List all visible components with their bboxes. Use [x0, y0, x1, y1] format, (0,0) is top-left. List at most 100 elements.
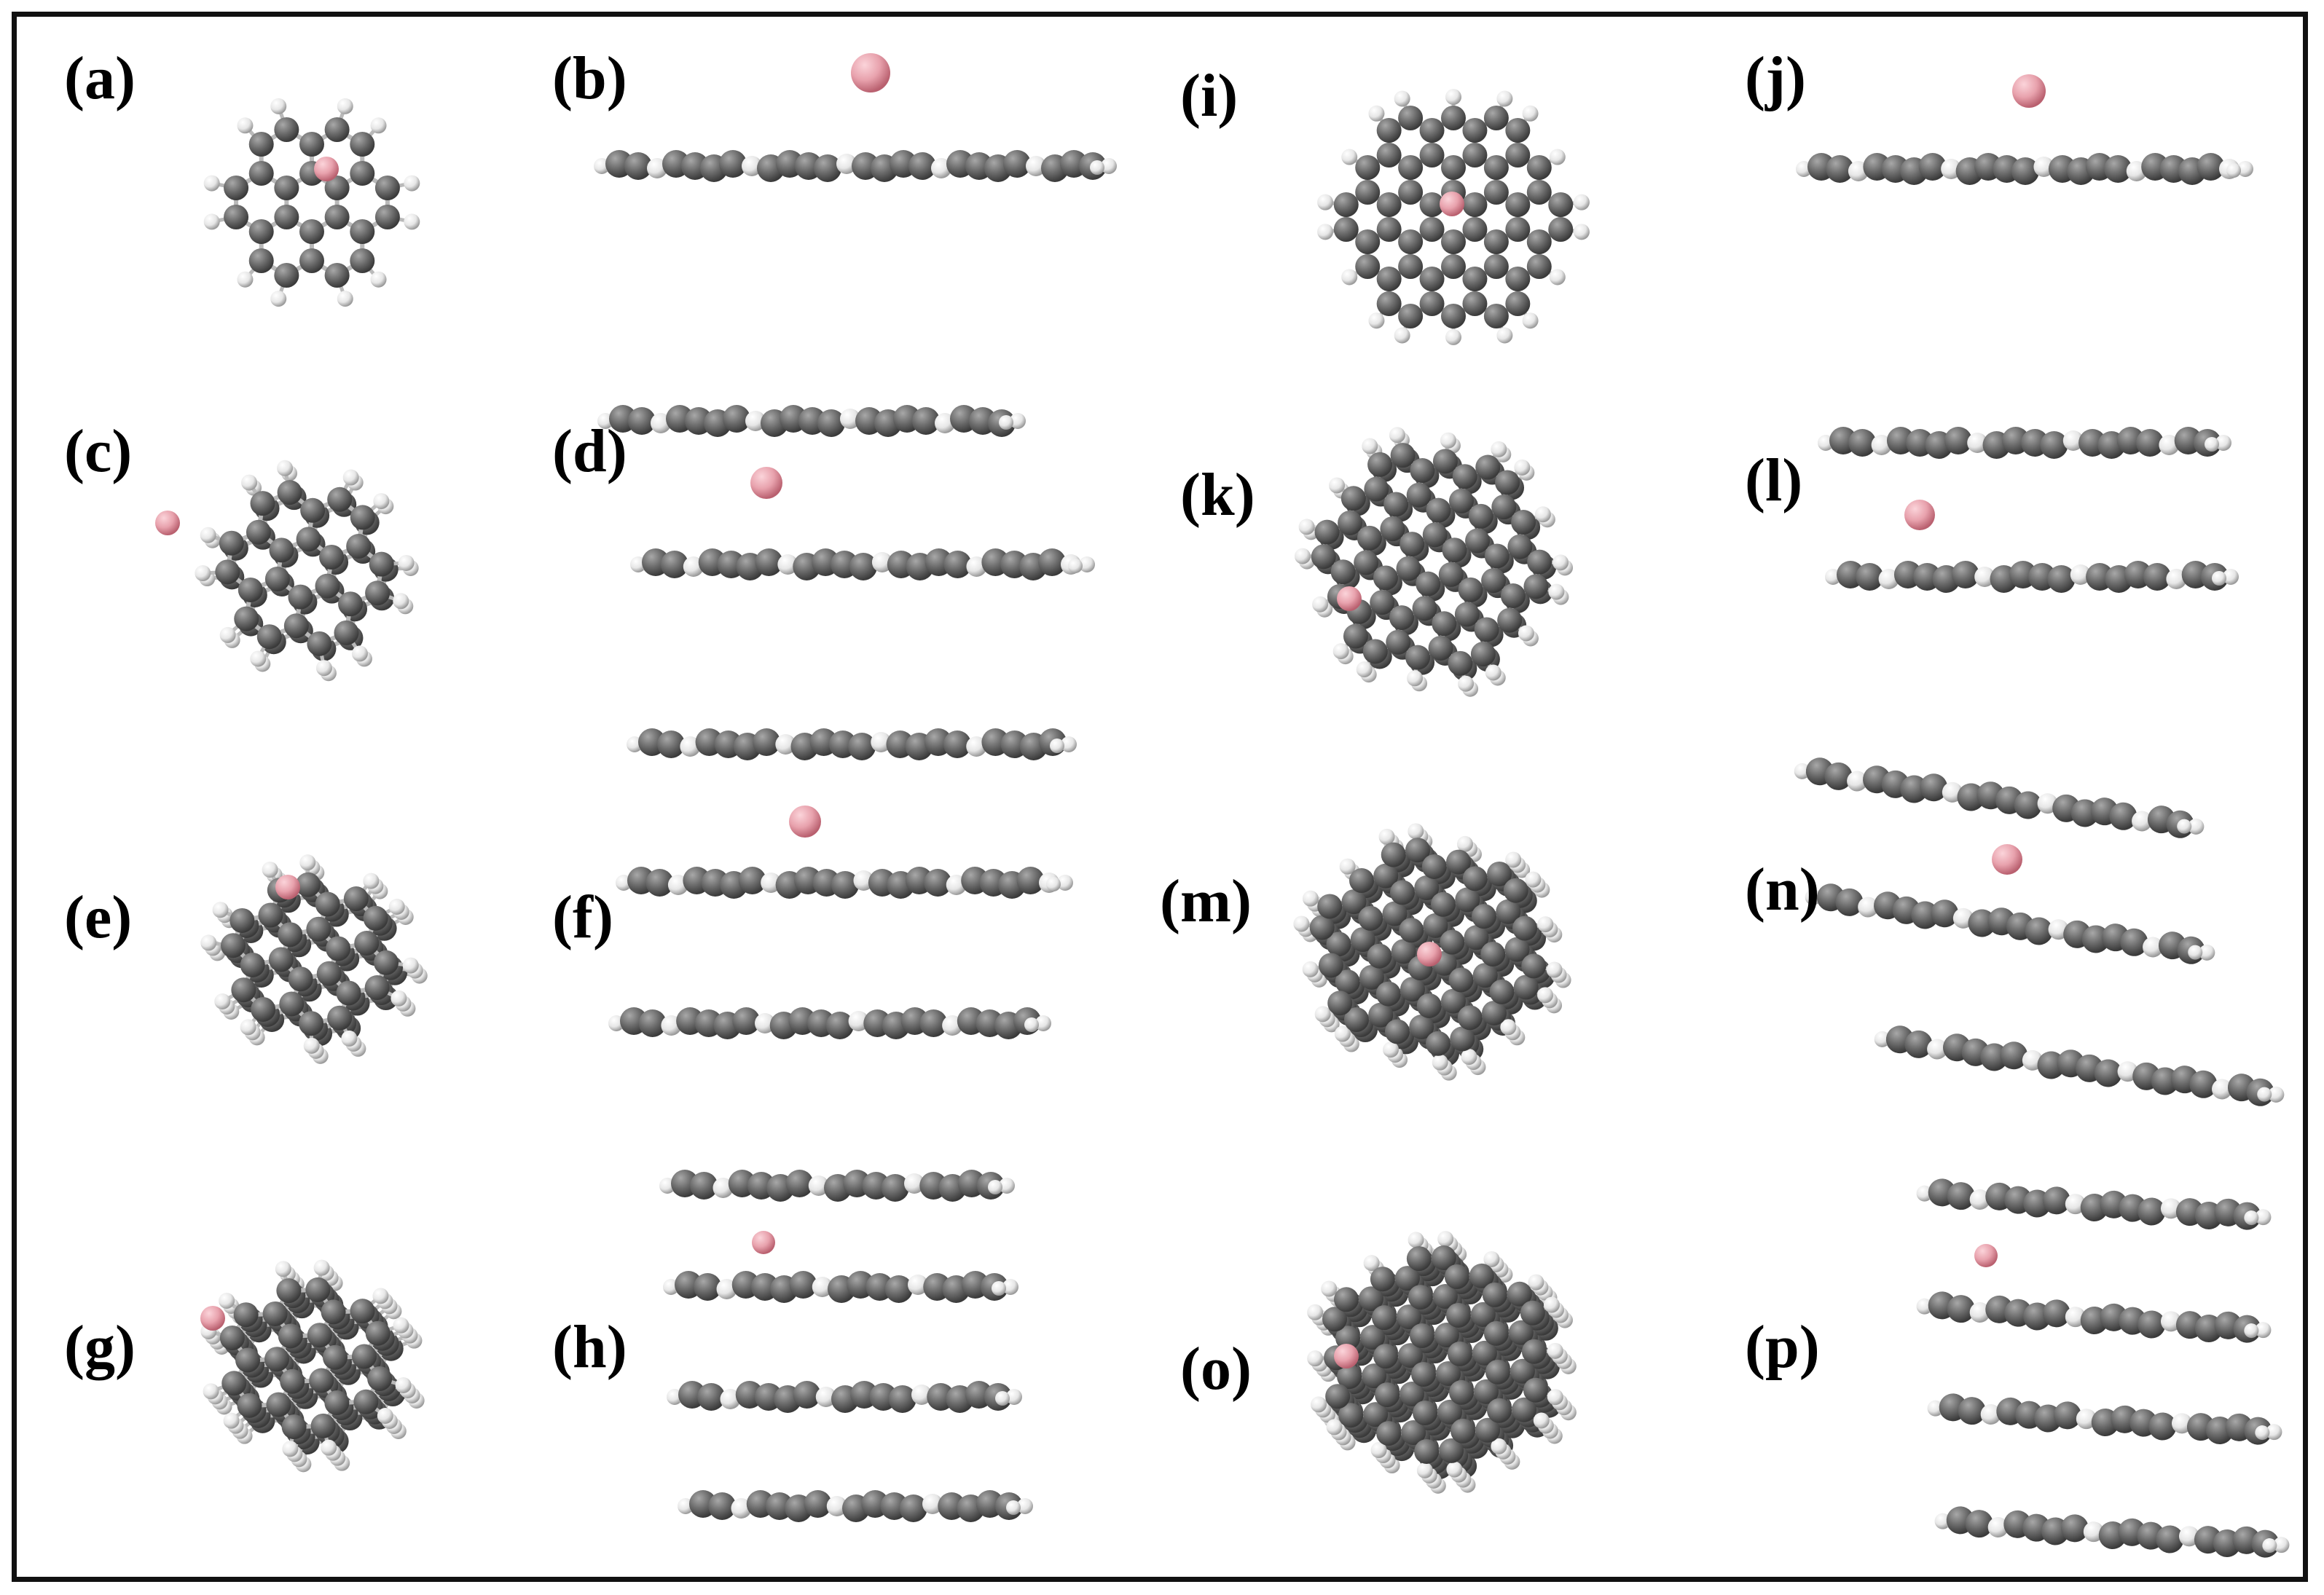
carbon-atom	[234, 606, 259, 631]
hydrogen-atom	[1980, 1404, 2001, 1425]
carbon-atom	[1358, 1286, 1383, 1312]
carbon-atom	[1411, 1362, 1437, 1387]
carbon-atom	[1380, 516, 1405, 542]
carbon-atom	[899, 1494, 927, 1522]
hydrogen-atom	[195, 565, 211, 582]
carbon-atom	[1483, 229, 1509, 254]
hydrogen-atom	[808, 1175, 829, 1196]
hydrogen-atom	[1437, 1231, 1454, 1248]
carbon-atom	[326, 936, 351, 961]
carbon-atom	[1390, 880, 1416, 905]
carbon-atom	[793, 1381, 821, 1409]
hydrogen-atom	[1969, 1189, 1990, 1210]
carbon-atom	[288, 584, 313, 610]
carbon-atom	[1406, 482, 1432, 508]
carbon-atom	[2000, 1041, 2028, 1070]
carbon-atom	[1357, 525, 1382, 551]
carbon-atom	[2189, 1070, 2218, 1098]
sodium-atom	[1440, 192, 1464, 216]
hydrogen-atom	[1927, 1039, 1948, 1060]
carbon-atom	[1462, 192, 1488, 217]
panel-label: (p)	[1745, 1313, 1820, 1381]
graphene-layer-edge	[678, 1490, 1033, 1522]
hydrogen-atom	[2083, 1521, 2104, 1543]
carbon-atom	[1373, 1344, 1399, 1369]
carbon-atom	[2148, 1412, 2177, 1441]
hydrogen-atom	[1307, 1350, 1324, 1367]
carbon-atom	[1373, 565, 1398, 591]
carbon-atom	[1399, 977, 1425, 1002]
hydrogen-atom	[1002, 1279, 1018, 1295]
hydrogen-atom	[250, 650, 267, 667]
carbon-atom	[1405, 838, 1431, 863]
carbon-atom	[1483, 304, 1509, 328]
carbon-atom	[1454, 602, 1480, 627]
carbon-atom	[1333, 192, 1359, 217]
carbon-atom	[1521, 1339, 1547, 1364]
carbon-atom	[1413, 1400, 1438, 1425]
carbon-atom	[248, 132, 274, 157]
carbon-atom	[1441, 229, 1466, 254]
hydrogen-atom	[1394, 327, 1410, 344]
carbon-atom	[1341, 889, 1367, 915]
panel-label: (a)	[64, 44, 136, 112]
carbon-atom	[1472, 1340, 1497, 1366]
hydrogen-atom	[1317, 194, 1334, 210]
hydrogen-atom	[370, 117, 387, 134]
carbon-atom	[1920, 773, 1948, 802]
carbon-atom	[351, 1344, 377, 1369]
hydrogen-atom	[203, 213, 220, 230]
carbon-atom	[1951, 561, 1979, 588]
carbon-atom	[1338, 510, 1363, 535]
carbon-atom	[363, 905, 388, 931]
carbon-atom	[2025, 917, 2053, 945]
hydrogen-atom	[1050, 739, 1064, 753]
graphene-layer-edge	[597, 405, 1026, 437]
carbon-atom	[1376, 1421, 1402, 1446]
hydrogen-atom	[377, 1408, 393, 1425]
carbon-atom	[1370, 590, 1395, 615]
carbon-atom	[354, 931, 380, 956]
carbon-atom	[1475, 1417, 1501, 1443]
carbon-atom	[1359, 964, 1384, 990]
carbon-atom	[1428, 635, 1453, 661]
carbon-atom	[324, 176, 350, 200]
carbon-atom	[1856, 563, 1884, 591]
panel-label: (f)	[552, 883, 613, 951]
carbon-atom	[288, 966, 313, 992]
hydrogen-atom	[1378, 828, 1395, 845]
carbon-atom	[1505, 192, 1531, 217]
carbon-atom	[1521, 953, 1547, 979]
panel-label: (e)	[64, 883, 133, 951]
hydrogen-atom	[1514, 459, 1531, 476]
hydrogen-atom	[999, 415, 1013, 430]
hydrogen-atom	[1298, 519, 1315, 535]
carbon-atom	[1399, 1382, 1425, 1407]
carbon-atom	[224, 176, 249, 200]
carbon-atom	[2060, 1514, 2089, 1543]
top-view-molecule	[203, 98, 420, 307]
sodium-atom	[1417, 942, 1442, 966]
carbon-atom	[295, 872, 321, 897]
carbon-atom	[365, 1320, 390, 1346]
carbon-atom	[365, 580, 390, 606]
carbon-atom	[1434, 1322, 1459, 1347]
carbon-atom	[1965, 1510, 1993, 1538]
carbon-atom	[324, 205, 350, 229]
carbon-atom	[221, 1371, 247, 1396]
carbon-atom	[1314, 519, 1340, 545]
carbon-atom	[1337, 1364, 1362, 1390]
carbon-atom	[628, 407, 656, 435]
carbon-atom	[1376, 291, 1402, 316]
hydrogen-atom	[1491, 1438, 1507, 1454]
carbon-atom	[1409, 1015, 1434, 1040]
carbon-atom	[274, 205, 299, 229]
carbon-atom	[2137, 1310, 2166, 1339]
hydrogen-atom	[712, 1178, 734, 1198]
carbon-atom	[1848, 429, 1877, 457]
carbon-atom	[1436, 1360, 1461, 1386]
hydrogen-atom	[1522, 312, 1539, 329]
carbon-atom	[299, 248, 324, 273]
carbon-atom	[367, 1366, 393, 1392]
hydrogen-atom	[1549, 149, 1566, 165]
